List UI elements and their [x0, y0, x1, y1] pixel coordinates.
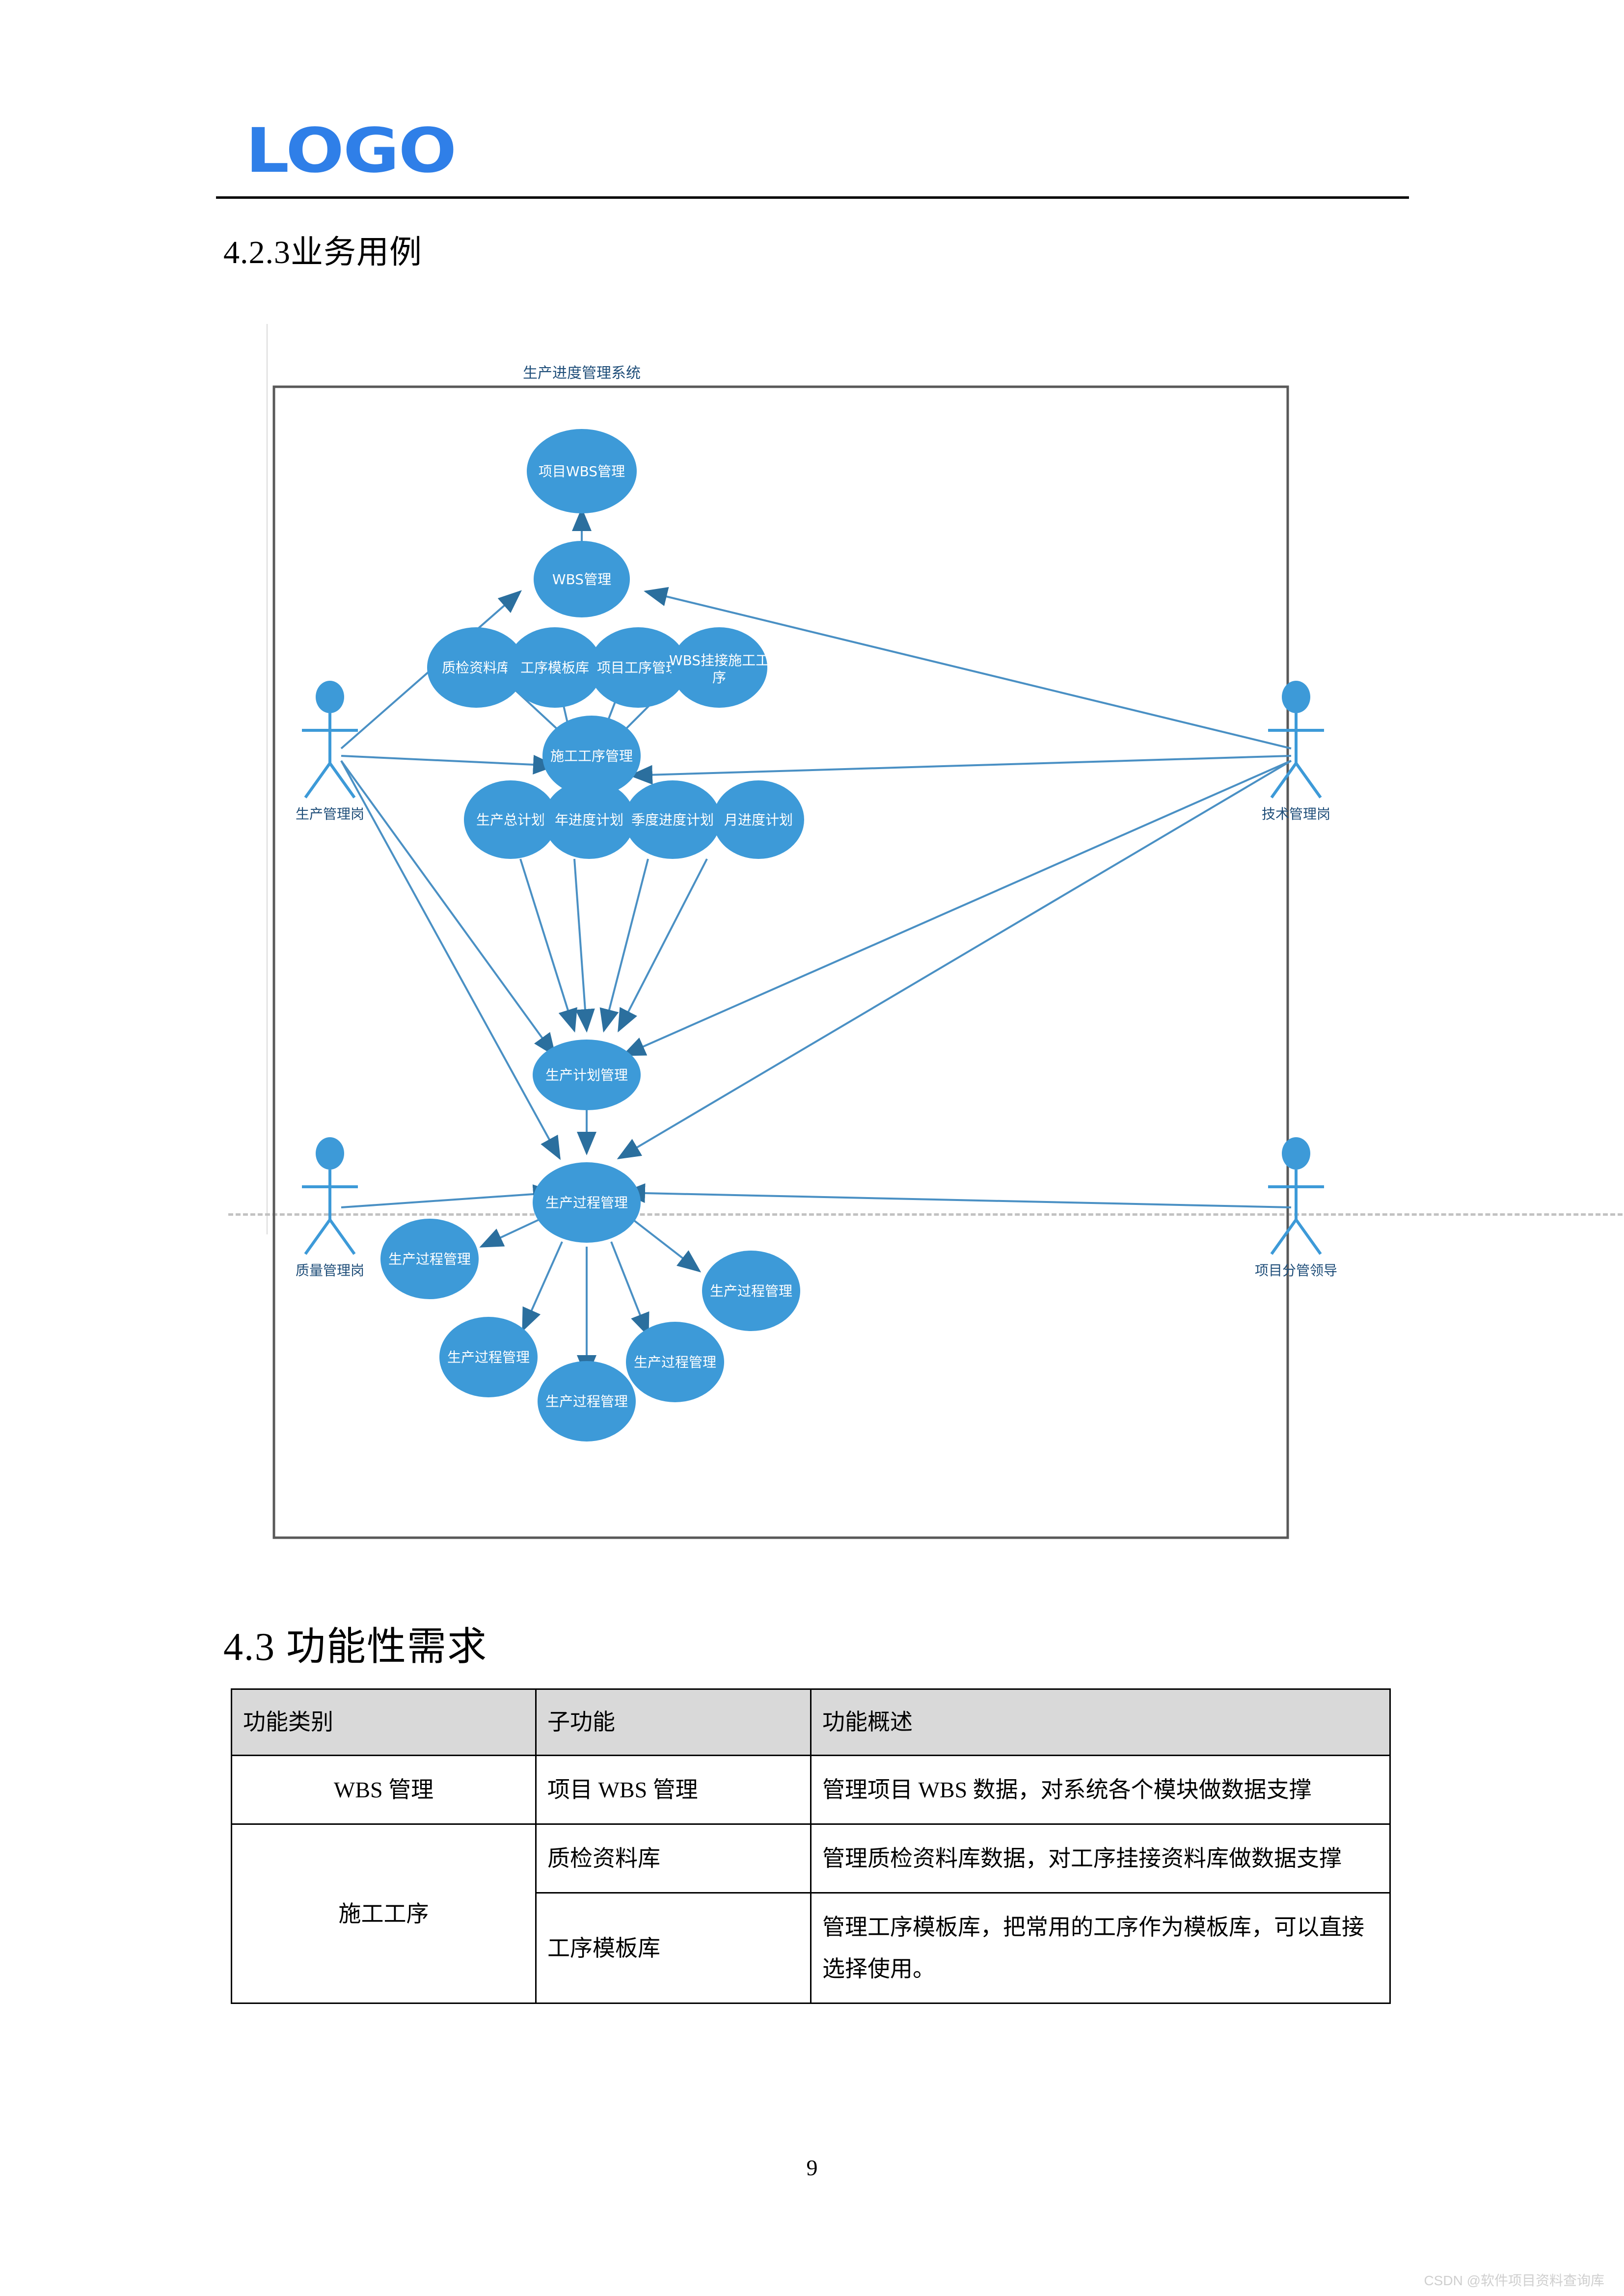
column-header-subfunction: 子功能: [535, 1688, 812, 1756]
cell-subfunction: 质检资料库: [535, 1823, 812, 1894]
svg-text:年进度计划: 年进度计划: [555, 812, 623, 828]
uc-production-process-3: 生产过程管理: [538, 1361, 636, 1442]
svg-text:质检资料库: 质检资料库: [442, 660, 511, 676]
uc-production-process-1: 生产过程管理: [380, 1219, 479, 1299]
actor-quality-manager-label: 质量管理岗: [296, 1262, 364, 1279]
table-row: WBS 管理 项目 WBS 管理 管理项目 WBS 数据，对系统各个模块做数据支…: [231, 1754, 1391, 1825]
column-header-category: 功能类别: [231, 1688, 537, 1756]
uc-project-wbs: 项目WBS管理: [527, 429, 637, 513]
cell-category: 施工工序: [231, 1823, 537, 2004]
actor-technical-manager-label: 技术管理岗: [1262, 806, 1330, 822]
page-number: 9: [806, 2155, 818, 2180]
svg-text:序: 序: [712, 669, 726, 686]
use-case-diagram: 生产管理岗 技术管理岗 质量管理岗: [216, 324, 1409, 1571]
svg-text:WBS挂接施工工: WBS挂接施工工: [669, 652, 769, 668]
uc-production-process-center: 生产过程管理: [533, 1162, 641, 1243]
uc-wbs-manage: WBS管理: [534, 541, 630, 617]
system-boundary-title: 生产进度管理系统: [523, 365, 641, 382]
actor-project-leader: [1268, 1137, 1324, 1255]
header-divider: [216, 196, 1409, 199]
svg-text:生产总计划: 生产总计划: [476, 812, 545, 828]
uc-production-process-2: 生产过程管理: [439, 1317, 538, 1397]
column-header-description: 功能概述: [810, 1688, 1391, 1756]
section-heading-43: 4.3 功能性需求: [223, 1626, 487, 1669]
uc-year-plan: 年进度计划: [543, 780, 635, 859]
svg-text:WBS管理: WBS管理: [552, 571, 611, 587]
svg-text:生产过程管理: 生产过程管理: [545, 1393, 628, 1410]
table-row: 施工工序 质检资料库 管理质检资料库数据，对工序挂接资料库做数据支撑: [231, 1823, 1391, 2004]
cell-description: 管理项目 WBS 数据，对系统各个模块做数据支撑: [810, 1754, 1391, 1825]
svg-text:生产过程管理: 生产过程管理: [447, 1349, 530, 1365]
svg-text:生产计划管理: 生产计划管理: [545, 1067, 628, 1083]
cell-description: 管理工序模板库，把常用的工序作为模板库，可以直接选择使用。: [810, 1892, 1391, 2004]
left-margin-guide: [267, 324, 268, 1234]
section-heading-423: 4.2.3业务用例: [223, 235, 422, 270]
svg-text:项目WBS管理: 项目WBS管理: [539, 463, 625, 480]
svg-text:生产过程管理: 生产过程管理: [710, 1283, 792, 1299]
svg-text:项目工序管理: 项目工序管理: [597, 660, 679, 676]
watermark: CSDN @软件项目资料查询库: [1424, 2273, 1604, 2288]
svg-text:生产过程管理: 生产过程管理: [388, 1251, 471, 1267]
actor-production-manager-label: 生产管理岗: [296, 806, 364, 822]
table-row: 工序模板库 管理工序模板库，把常用的工序作为模板库，可以直接选择使用。: [232, 1892, 1391, 2004]
svg-text:施工工序管理: 施工工序管理: [550, 748, 633, 764]
actor-production-manager: [302, 681, 358, 799]
uc-project-process: 项目工序管理: [589, 627, 687, 708]
cell-description: 管理质检资料库数据，对工序挂接资料库做数据支撑: [810, 1823, 1391, 1894]
company-logo: LOGO: [245, 115, 457, 187]
svg-text:生产过程管理: 生产过程管理: [634, 1354, 716, 1370]
uc-production-process-4: 生产过程管理: [626, 1322, 724, 1402]
uc-month-plan: 月进度计划: [713, 780, 804, 859]
uc-process-template: 工序模板库: [507, 627, 602, 708]
actor-quality-manager: [302, 1137, 358, 1255]
uc-quarter-plan: 季度进度计划: [624, 780, 721, 859]
system-boundary: [272, 385, 1289, 1539]
svg-text:季度进度计划: 季度进度计划: [631, 812, 714, 828]
svg-text:工序模板库: 工序模板库: [520, 660, 589, 676]
svg-text:月进度计划: 月进度计划: [724, 812, 793, 828]
functional-requirements-table: 功能类别 子功能 功能概述 WBS 管理 项目 WBS 管理 管理项目 WBS …: [231, 1688, 1391, 2004]
actor-technical-manager: [1268, 681, 1324, 799]
cell-subfunction: 项目 WBS 管理: [535, 1754, 812, 1825]
actor-project-leader-label: 项目分管领导: [1255, 1262, 1337, 1279]
uc-construction-process: 施工工序管理: [542, 716, 641, 796]
horizontal-dashed-guide: [228, 1213, 1623, 1216]
svg-text:生产过程管理: 生产过程管理: [545, 1195, 628, 1211]
uc-master-plan: 生产总计划: [464, 780, 557, 859]
cell-subfunction: 工序模板库: [535, 1892, 812, 2004]
uc-plan-manage: 生产计划管理: [533, 1040, 641, 1110]
uc-quality-archive: 质检资料库: [427, 627, 525, 708]
uc-production-process-5: 生产过程管理: [702, 1251, 800, 1331]
table-header-row: 功能类别 子功能 功能概述: [231, 1688, 1391, 1756]
cell-category: WBS 管理: [231, 1754, 537, 1825]
uc-wbs-link-process: WBS挂接施工工 序: [669, 627, 769, 708]
